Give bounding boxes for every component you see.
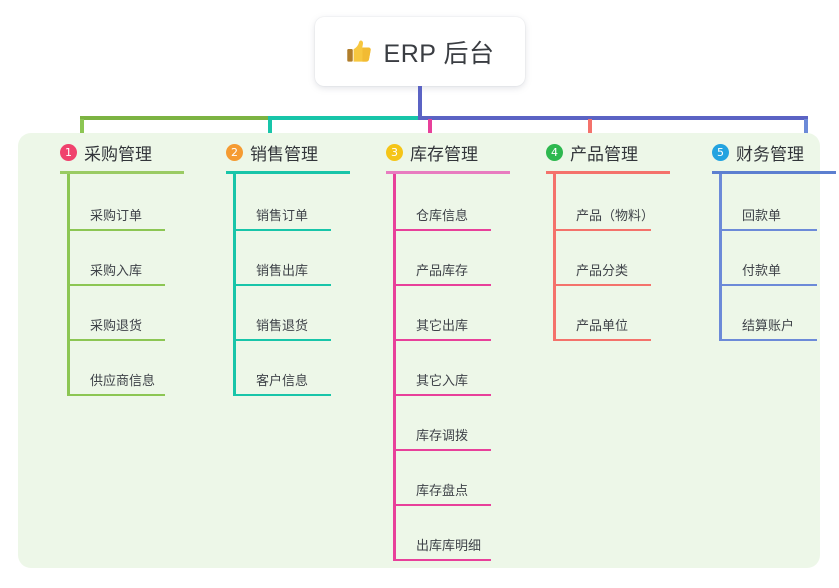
column-title: 销售管理 [250,144,318,164]
leaf-item-rule [67,394,165,396]
leaf-item-rule [233,284,331,286]
leaf-item-label: 结算账户 [742,318,795,333]
leaf-item-rule [719,229,817,231]
leaf-item-rule [67,229,165,231]
column-header-5[interactable]: 5 财务管理 [692,133,804,171]
column-spine [719,174,722,341]
leaf-item-label: 供应商信息 [90,373,156,388]
column-财务管理: 5 财务管理回款单付款单结算账户 [692,133,836,341]
column-header-3[interactable]: 3 库存管理 [366,133,478,171]
column-header-4[interactable]: 4 产品管理 [526,133,638,171]
leaf-item-rule [393,394,491,396]
column-header-rule [712,171,836,174]
column-badge-4: 4 [546,143,563,161]
column-产品管理: 4 产品管理产品（物料） 产品分类产品单位 [526,133,670,341]
column-spine [393,174,396,561]
leaf-item-rule [67,284,165,286]
leaf-item-rule [233,339,331,341]
leaf-item-rule [719,339,817,341]
mindmap-panel: 1 采购管理采购订单采购入库采购退货供应商信息 2 销售管理销售订单销售出库销售退货客… [18,133,836,568]
leaf-item-rule [233,394,331,396]
column-header-rule [546,171,670,174]
leaf-item-label: 销售退货 [256,318,309,333]
leaf-item-rule [553,229,651,231]
leaf-item[interactable]: 采购入库 [67,250,165,286]
leaf-item[interactable]: 销售出库 [233,250,331,286]
leaf-item[interactable]: 库存盘点 [393,470,491,506]
leaf-item-label: 产品单位 [576,318,629,333]
leaf-item[interactable]: 其它入库 [393,360,491,396]
column-badge-2: 2 [226,143,243,161]
leaf-item-label: 仓库信息 [416,208,469,223]
leaf-item-rule [553,339,651,341]
column-title: 财务管理 [736,144,804,164]
leaf-item-label: 客户信息 [256,373,309,388]
leaf-item-label: 产品分类 [576,263,629,278]
leaf-item-label: 库存盘点 [416,483,469,498]
leaf-item-rule [553,284,651,286]
leaf-item[interactable]: 客户信息 [233,360,331,396]
leaf-item-label: 销售出库 [256,263,309,278]
leaf-item-rule [233,229,331,231]
leaf-item[interactable]: 销售退货 [233,305,331,341]
column-badge-5: 5 [712,143,729,161]
leaf-item-rule [393,504,491,506]
column-header-rule [226,171,350,174]
column-header-2[interactable]: 2 销售管理 [206,133,318,171]
leaf-item-label: 出库库明细 [416,538,482,553]
leaf-item[interactable]: 产品分类 [553,250,651,286]
leaf-item[interactable]: 库存调拨 [393,415,491,451]
leaf-item[interactable]: 供应商信息 [67,360,165,396]
leaf-item[interactable]: 销售订单 [233,195,331,231]
column-badge-3: 3 [386,143,403,161]
leaf-item[interactable]: 仓库信息 [393,195,491,231]
column-采购管理: 1 采购管理采购订单采购入库采购退货供应商信息 [40,133,184,396]
leaf-item[interactable]: 产品库存 [393,250,491,286]
root-node-card[interactable]: ERP 后台 [315,17,525,86]
leaf-item[interactable]: 出库库明细 [393,525,491,561]
column-header-rule [60,171,184,174]
leaf-item-label: 采购退货 [90,318,143,333]
column-badge-1: 1 [60,143,77,161]
leaf-item-rule [719,284,817,286]
leaf-item-rule [67,339,165,341]
leaf-item-label: 回款单 [742,208,782,223]
connector-bar-segment-3 [418,116,808,120]
leaf-item[interactable]: 付款单 [719,250,817,286]
column-header-rule [386,171,510,174]
leaf-item-label: 采购入库 [90,263,143,278]
leaf-item[interactable]: 产品（物料） [553,195,655,231]
leaf-item-rule [393,339,491,341]
leaf-item[interactable]: 采购订单 [67,195,165,231]
column-title: 采购管理 [84,144,152,164]
page-title: ERP 后台 [383,39,495,68]
leaf-item-label: 采购订单 [90,208,143,223]
column-销售管理: 2 销售管理销售订单销售出库销售退货客户信息 [206,133,350,396]
leaf-item-label: 其它入库 [416,373,469,388]
leaf-item[interactable]: 结算账户 [719,305,817,341]
column-title: 库存管理 [410,144,478,164]
leaf-item[interactable]: 其它出库 [393,305,491,341]
trunk-connector [418,86,422,118]
leaf-item-label: 产品库存 [416,263,469,278]
leaf-item-rule [393,284,491,286]
leaf-item-label: 付款单 [742,263,782,278]
leaf-item[interactable]: 产品单位 [553,305,651,341]
leaf-item-rule [393,449,491,451]
leaf-item[interactable]: 采购退货 [67,305,165,341]
leaf-item-label: 产品（物料） [576,208,655,223]
leaf-item[interactable]: 回款单 [719,195,817,231]
leaf-item-rule [393,559,491,561]
thumbs-up-icon [346,40,371,62]
leaf-item-label: 销售订单 [256,208,309,223]
leaf-item-rule [393,229,491,231]
connector-bar-segment-1 [80,116,268,120]
leaf-item-label: 库存调拨 [416,428,469,443]
column-header-1[interactable]: 1 采购管理 [40,133,152,171]
connector-bar-segment-2 [268,116,420,120]
column-title: 产品管理 [570,144,638,164]
column-库存管理: 3 库存管理仓库信息产品库存其它出库其它入库库存调拨库存盘点出库库明细 [366,133,510,561]
column-spine [553,174,556,341]
leaf-item-label: 其它出库 [416,318,469,333]
